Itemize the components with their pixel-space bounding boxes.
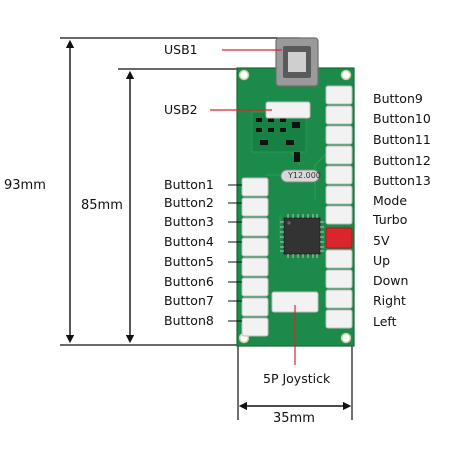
left-label-button5: Button5 [164, 254, 214, 269]
width-label: 35mm [273, 411, 315, 426]
right-label-down: Down [373, 273, 409, 288]
right-label-mode: Mode [373, 193, 408, 208]
right-label-turbo: Turbo [373, 212, 408, 227]
joystick-label: 5P Joystick [263, 371, 331, 386]
left-label-button2: Button2 [164, 195, 214, 210]
right-label-button13: Button13 [373, 173, 431, 188]
height-inner-label: 85mm [81, 198, 123, 213]
left-label-button8: Button8 [164, 313, 214, 328]
left-label-button6: Button6 [164, 274, 214, 289]
left-label-button4: Button4 [164, 234, 214, 249]
usb2-connector [265, 101, 311, 119]
right-label-5v: 5V [373, 233, 390, 248]
left-label-button1: Button1 [164, 177, 214, 192]
crystal-marking: Y12.000 [288, 171, 321, 180]
left-label-button7: Button7 [164, 293, 214, 308]
left-connectors [241, 177, 269, 337]
right-label-button9: Button9 [373, 91, 423, 106]
height-outer-label: 93mm [4, 178, 46, 193]
right-label-right: Right [373, 293, 406, 308]
left-label-button3: Button3 [164, 214, 214, 229]
right-label-up: Up [373, 253, 391, 268]
right-label-button10: Button10 [373, 111, 431, 126]
right-connectors [325, 85, 353, 329]
right-label-button11: Button11 [373, 132, 431, 147]
right-label-left: Left [373, 314, 397, 329]
power-connector [325, 227, 353, 249]
right-label-button12: Button12 [373, 153, 431, 168]
usb1-connector [275, 37, 319, 87]
usb2-label: USB2 [164, 102, 198, 117]
usb1-label: USB1 [164, 42, 198, 57]
left-label-leaders [228, 184, 242, 322]
